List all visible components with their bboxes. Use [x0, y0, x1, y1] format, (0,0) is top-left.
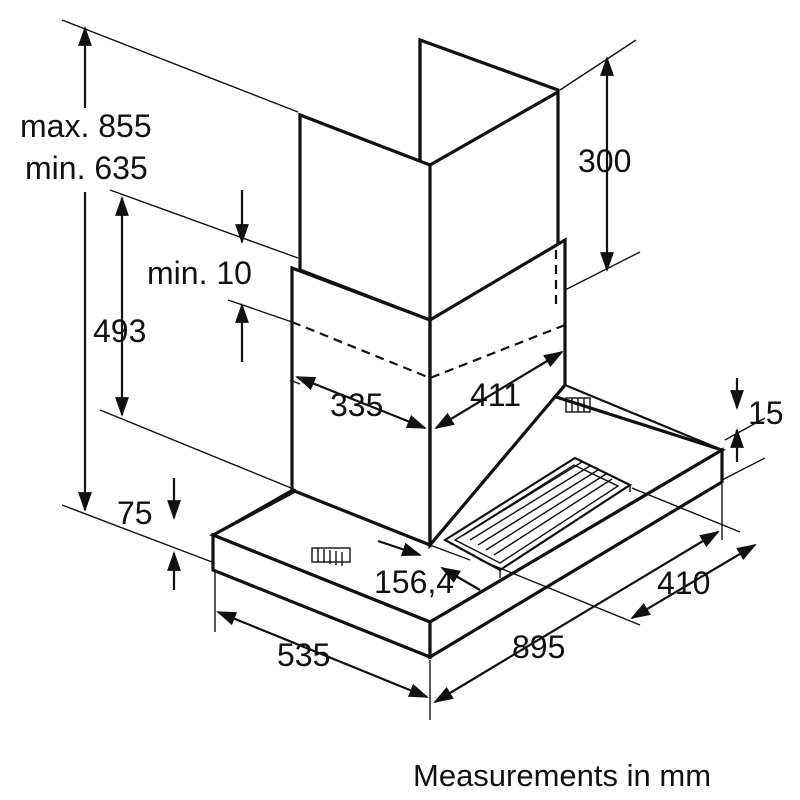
vent-grille-front	[311, 547, 351, 566]
vent-grille-back	[565, 397, 591, 413]
label-chimney-lower: 493	[93, 313, 146, 349]
label-canopy-width: 895	[512, 629, 565, 665]
grease-filter	[442, 456, 633, 578]
label-min-height: min. 635	[25, 150, 148, 186]
label-chimney-depth: 335	[330, 387, 383, 423]
label-min-gap: min. 10	[147, 255, 252, 291]
label-max-height: max. 855	[20, 108, 152, 144]
dimension-arrows	[78, 26, 757, 704]
label-canopy-depth: 535	[277, 637, 330, 673]
label-chimney-width: 411	[470, 377, 521, 413]
caption: Measurements in mm	[413, 758, 711, 793]
label-chimney-upper: 300	[578, 143, 631, 179]
dimension-labels: max. 855 min. 635 300 min. 10 493 335 41…	[20, 108, 784, 793]
label-filter-thickness: 15	[748, 395, 784, 431]
label-canopy-height: 75	[117, 495, 153, 531]
label-chimney-offset: 156,4	[374, 564, 454, 600]
label-canopy-depth-inner: 410	[657, 565, 710, 601]
